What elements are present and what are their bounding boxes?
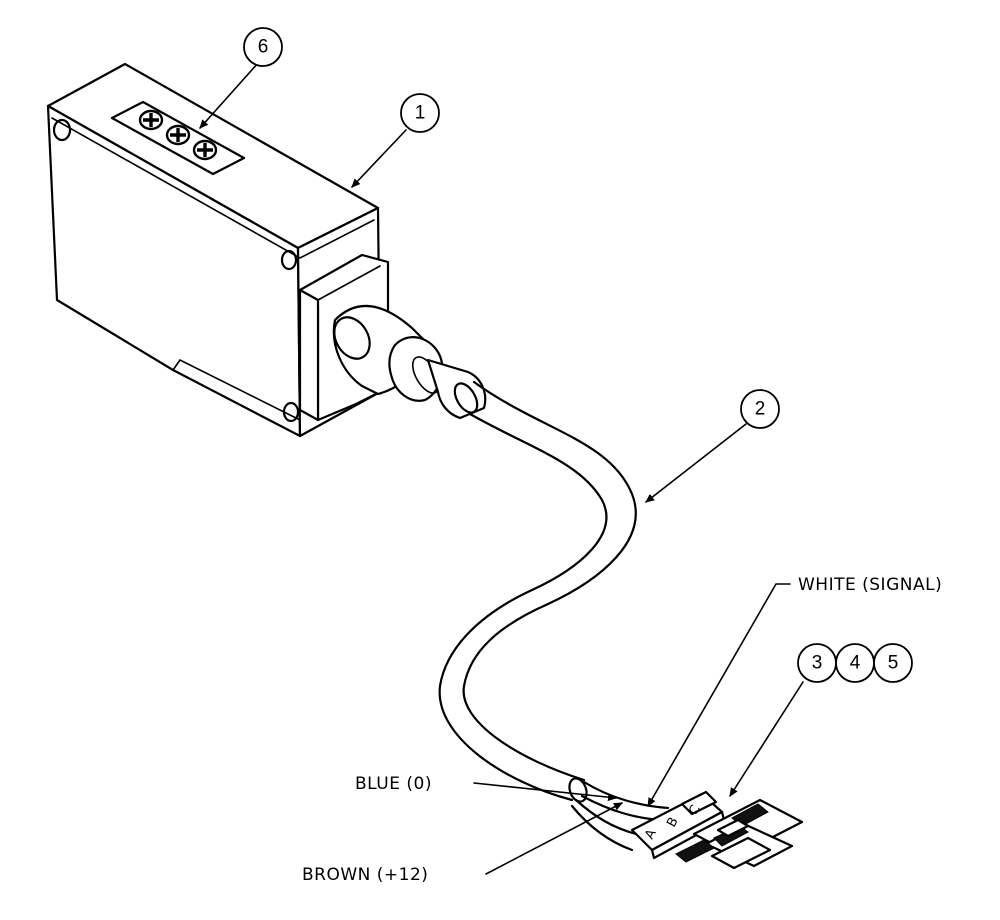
housing-front-face [46, 104, 302, 438]
housing-step [172, 358, 301, 421]
balloon-5-number: 5 [888, 653, 899, 674]
balloon-6-number: 6 [258, 37, 269, 58]
connector-slot [716, 818, 750, 838]
wire-brown [570, 804, 634, 852]
balloon-3: 3 [797, 643, 837, 683]
balloon-4: 4 [835, 643, 875, 683]
housing-top-bevel [51, 117, 375, 259]
cable [438, 380, 637, 803]
balloon-1: 1 [400, 93, 440, 133]
leader-balloon-6 [199, 61, 260, 129]
wire-connector: A B C [630, 790, 804, 870]
strain-relief-end [453, 382, 479, 414]
mount-hole-icon [52, 118, 72, 142]
mount-hole-icon [280, 249, 298, 271]
wire-label-brown: BROWN (+12) [302, 865, 428, 885]
wire-label-white: WHITE (SIGNAL) [798, 575, 942, 595]
cable-edge-lower [438, 412, 608, 802]
adjustment-screw-icon [165, 124, 191, 146]
wire-white [582, 780, 670, 810]
plug-nut [388, 336, 444, 402]
balloon-2: 2 [740, 389, 780, 429]
flange-front [298, 288, 320, 422]
connector-top-tab [680, 790, 718, 816]
mount-hole-icon [282, 401, 300, 423]
cable-plug [332, 304, 487, 420]
connector-tape [675, 839, 715, 863]
leader-blue [473, 782, 617, 802]
leader-brown [485, 802, 623, 875]
adjustment-screw-icon [138, 109, 164, 131]
balloon-6: 6 [243, 27, 283, 67]
adjustment-screw-icon [192, 139, 218, 161]
leader-balloon-2 [645, 423, 747, 503]
cable-edge-upper [462, 380, 637, 782]
balloon-1-number: 1 [415, 103, 426, 124]
flange-edge [317, 265, 381, 301]
balloon-4-number: 4 [850, 653, 861, 674]
wire-blue [574, 798, 638, 836]
balloon-2-number: 2 [755, 399, 766, 420]
wire-label-blue: BLUE (0) [355, 774, 432, 794]
leader-white [647, 583, 791, 807]
balloon-5: 5 [873, 643, 913, 683]
connector-contact [710, 836, 772, 870]
balloon-3-number: 3 [812, 653, 823, 674]
plug-end-face [333, 316, 371, 360]
leader-balloon-345 [729, 681, 804, 797]
leader-balloon-1 [351, 129, 407, 188]
